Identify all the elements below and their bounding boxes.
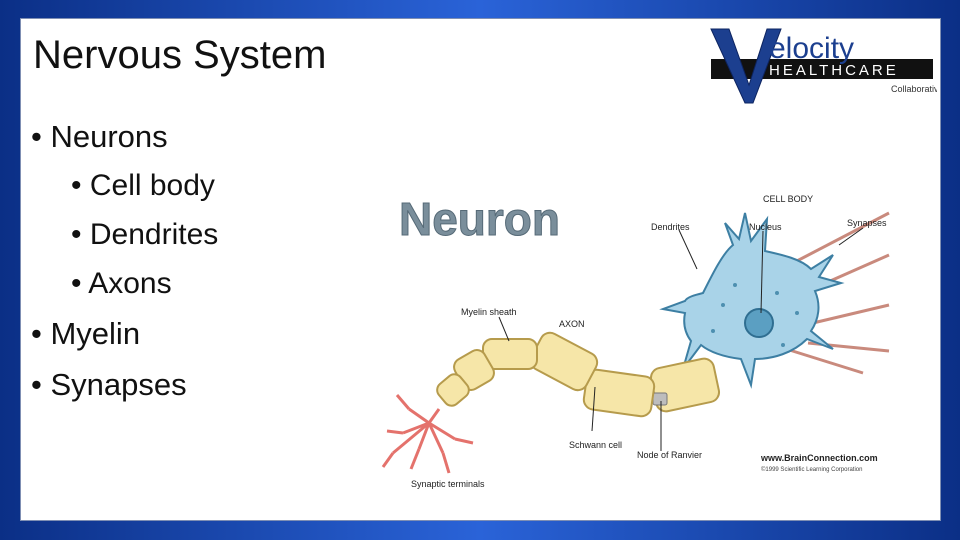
label-myelin-sheath: Myelin sheath [461, 307, 517, 317]
label-schwann-cell: Schwann cell [569, 440, 622, 450]
nucleus [744, 308, 774, 338]
bullet-item-synapses: • Synapses [31, 367, 187, 402]
label-axon: AXON [559, 319, 585, 329]
bullet-item-neurons: • Neurons [31, 119, 168, 154]
label-dendrites: Dendrites [651, 222, 690, 232]
bullet-item-cell-body: • Cell body [71, 169, 215, 202]
logo-band-text: HEALTHCARE [769, 62, 899, 79]
synaptic-terminals [381, 394, 474, 474]
label-synapses: Synapses [847, 218, 887, 228]
logo-word: elocity [769, 32, 854, 65]
slide-canvas: Nervous System • Neurons • Cell body • D… [20, 18, 941, 521]
neuron-diagram: Neuron [381, 193, 890, 489]
label-pointers [498, 227, 864, 451]
label-synaptic-terminals: Synaptic terminals [411, 479, 485, 489]
logo-v-mark [710, 28, 782, 104]
cell-body [659, 212, 845, 389]
logo-sub: Collaborative [891, 84, 937, 94]
velocity-healthcare-logo: elocity HEALTHCARE Collaborative [710, 28, 937, 104]
label-nucleus: Nucleus [749, 222, 782, 232]
bullet-item-dendrites: • Dendrites [71, 218, 219, 251]
label-cell-body: CELL BODY [763, 194, 813, 204]
neuron-heading: Neuron [399, 193, 560, 245]
slide-title: Nervous System [33, 33, 327, 77]
label-node-of-ranvier: Node of Ranvier [637, 450, 702, 460]
bullet-item-axons: • Axons [71, 267, 172, 300]
credit-url: www.BrainConnection.com [760, 453, 878, 463]
credit-copyright: ©1999 Scientific Learning Corporation [761, 466, 862, 473]
bullet-item-myelin: • Myelin [31, 316, 141, 351]
axon [436, 331, 721, 418]
